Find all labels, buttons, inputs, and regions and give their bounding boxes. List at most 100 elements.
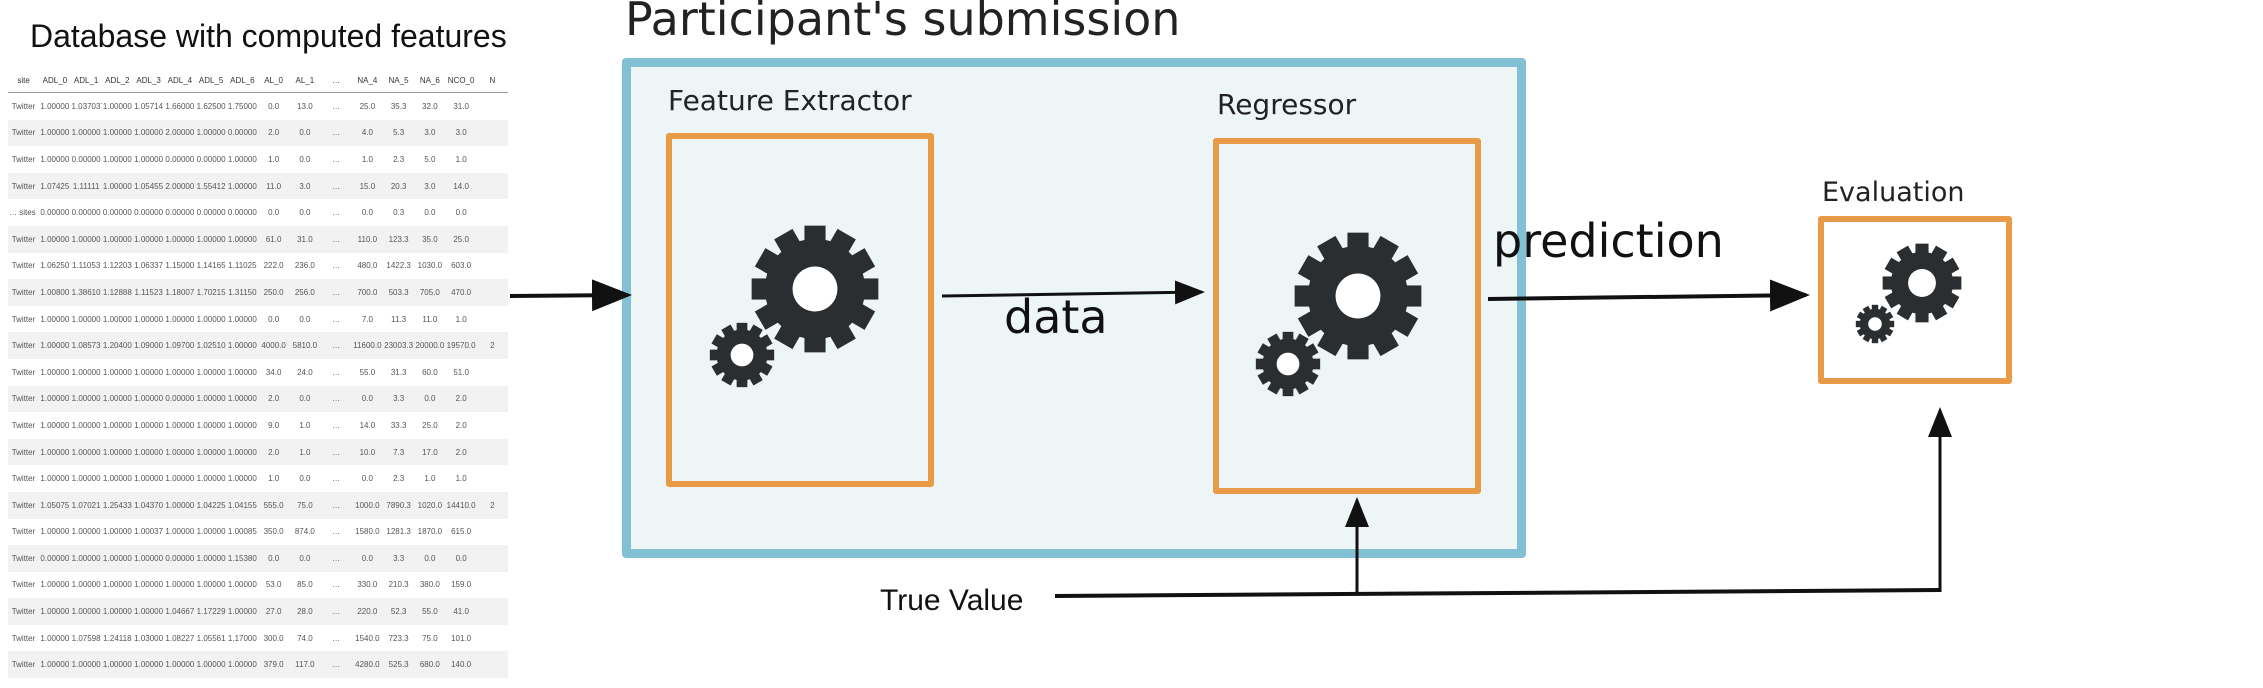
table-cell: 1.00000 xyxy=(133,545,165,572)
table-cell: 1.00000 xyxy=(70,651,102,679)
table-cell: 1.00000 xyxy=(101,651,133,679)
table-cell: 379.0 xyxy=(258,651,290,679)
table-cell: 1.00000 xyxy=(102,154,132,164)
table-cell: 0.00000 xyxy=(196,208,226,218)
table-cell: 0.0 xyxy=(299,474,311,484)
table-cell: 1.00000 xyxy=(134,420,164,430)
table-cell: 1.00000 xyxy=(39,438,71,466)
column-header: ADL_0 xyxy=(39,68,71,93)
table-cell: 1.18007 xyxy=(164,279,196,306)
table-cell xyxy=(476,119,508,147)
table-cell xyxy=(476,545,508,572)
table-cell: 1.00000 xyxy=(134,580,164,590)
table-cell: 1.00000 xyxy=(133,651,165,679)
table-cell: 1.00000 xyxy=(227,474,257,484)
table-cell: 0.00000 xyxy=(164,385,196,413)
table-cell: 1.00085 xyxy=(227,527,257,537)
table-cell: 1.0 xyxy=(455,314,467,324)
table-cell: 1.08227 xyxy=(165,633,195,643)
table-cell: 1.20400 xyxy=(101,332,133,359)
table-cell: 470.0 xyxy=(445,279,477,306)
table-cell: 3.0 xyxy=(445,119,477,147)
table-cell: … xyxy=(332,154,341,164)
table-cell: 4.0 xyxy=(351,119,383,147)
table-cell: 14.0 xyxy=(445,172,477,200)
table-cell: 5.0 xyxy=(424,154,436,164)
evaluation-gears-icon xyxy=(1855,243,1962,344)
table-cell: 1.00000 xyxy=(40,527,70,537)
table-cell: 1.00000 xyxy=(133,598,165,625)
table-cell: 0.0 xyxy=(268,314,280,324)
table-cell: 0.00000 xyxy=(71,208,101,218)
table-cell: Twitter xyxy=(11,527,36,537)
table-cell: Twitter xyxy=(8,438,40,466)
table-cell: Twitter xyxy=(11,101,36,111)
table-cell: 700.0 xyxy=(351,279,383,306)
table-cell: … xyxy=(320,491,352,519)
table-cell: Twitter xyxy=(11,580,36,590)
table-cell: 31.0 xyxy=(289,225,321,253)
table-cell: 1.0 xyxy=(299,420,311,430)
table-cell: 34.0 xyxy=(265,367,282,377)
table-cell: 41.0 xyxy=(445,598,477,625)
table-cell: 1.00000 xyxy=(226,651,258,679)
table-cell: 0.0 xyxy=(299,208,311,218)
table-cell: 1.00000 xyxy=(70,438,102,466)
table-cell: 1.11053 xyxy=(71,261,101,271)
table-cell: 11600.0 xyxy=(351,332,383,359)
table-cell: 1.00000 xyxy=(40,633,70,643)
table-cell: 11.3 xyxy=(391,314,407,324)
table-cell: 75.0 xyxy=(422,633,438,643)
table-cell: 1281.3 xyxy=(386,527,411,537)
table-cell: 680.0 xyxy=(414,651,446,679)
table-cell: 1.00000 xyxy=(102,580,132,590)
column-header: AL_1 xyxy=(289,68,321,93)
column-header: ADL_6 xyxy=(226,68,258,93)
table-cell: 1.00000 xyxy=(40,101,70,111)
table-cell: 1.00000 xyxy=(40,474,70,484)
table-cell: 1.00000 xyxy=(133,119,165,147)
table-cell: 1540.0 xyxy=(355,633,380,643)
table-cell: 1.00000 xyxy=(227,314,257,324)
table-cell: 1.31150 xyxy=(226,279,258,306)
table-cell: 1.00800 xyxy=(39,279,71,306)
table-cell: 1.00000 xyxy=(40,420,70,430)
table-cell: 1.00000 xyxy=(227,580,257,590)
table-cell: … xyxy=(320,119,352,147)
table-cell: 1.037037 xyxy=(71,101,102,111)
table-cell: 7.3 xyxy=(383,438,415,466)
table-cell: 1030.0 xyxy=(417,261,443,271)
table-cell: 1422.3 xyxy=(386,261,411,271)
table-cell: 1.66000 xyxy=(165,101,195,111)
table-cell: 1.15380 xyxy=(226,545,258,572)
table-cell: 723.3 xyxy=(388,633,409,643)
table-cell: … xyxy=(320,332,352,359)
table-cell xyxy=(476,651,508,679)
table-cell: 705.0 xyxy=(414,279,446,306)
table-cell: 1.00000 xyxy=(227,420,257,430)
column-header: NA_6 xyxy=(414,68,446,93)
table-cell: 1.00000 xyxy=(196,314,226,324)
table-cell: 1.00000 xyxy=(70,598,102,625)
table-cell: 2.0 xyxy=(258,385,290,413)
table-cell: 1.0 xyxy=(268,154,280,164)
table-cell: 1.0 xyxy=(455,154,467,164)
table-cell xyxy=(476,172,508,200)
table-cell: 0.00000 xyxy=(226,119,258,147)
table-cell: 2.0 xyxy=(445,385,477,413)
table-cell: … xyxy=(332,580,341,590)
table-cell: 1.05455 xyxy=(133,172,165,200)
table-cell: 0.0 xyxy=(351,545,383,572)
column-header: ADL_1 xyxy=(70,68,102,93)
table-cell: 1.00000 xyxy=(164,225,196,253)
table-cell: 2.0 xyxy=(445,438,477,466)
table-cell: 110.0 xyxy=(351,225,383,253)
table-cell: … xyxy=(320,598,352,625)
table-cell: 1000.0 xyxy=(351,491,383,519)
table-cell: 1.07598 xyxy=(71,633,101,643)
